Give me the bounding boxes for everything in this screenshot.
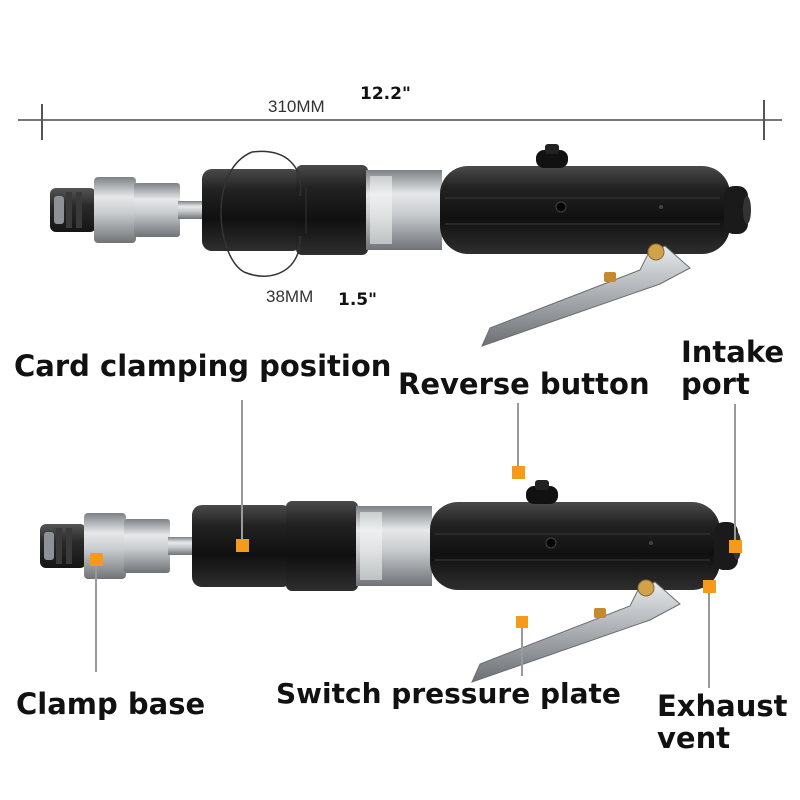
length-inch-label: 12.2" [360, 84, 411, 104]
exhaust-vent-label: Exhaust vent [657, 690, 788, 755]
clamp-base-label: Clamp base [16, 687, 206, 721]
diameter-mm-label: 38MM [266, 287, 314, 306]
air-screwdriver-labeled-view [39, 479, 742, 683]
card-clamping-position-label: Card clamping position [14, 349, 392, 383]
callout-leader-lines [95, 400, 736, 688]
exhaust-vent-label-line-2: vent [657, 721, 731, 756]
marker-intake-port [729, 540, 742, 553]
diameter-indicator [220, 150, 307, 277]
intake-port-label-line-2: port [681, 367, 750, 402]
marker-switch-pressure-plate [516, 616, 528, 628]
reverse-button-label: Reverse button [398, 367, 650, 401]
air-screwdriver-top-view [49, 143, 752, 347]
marker-card-clamping-position [236, 539, 249, 552]
marker-exhaust-vent [703, 580, 716, 593]
length-dimension-line [18, 100, 782, 140]
length-mm-label: 310MM [268, 97, 325, 116]
marker-clamp-base [90, 553, 103, 566]
diameter-inch-label: 1.5" [338, 290, 377, 310]
intake-port-label-line-1: Intake [681, 335, 785, 369]
marker-reverse-button [512, 466, 525, 479]
intake-port-label: Intake port [681, 336, 784, 401]
callout-markers [90, 466, 742, 628]
switch-pressure-plate-label: Switch pressure plate [276, 677, 621, 710]
exhaust-vent-label-line-1: Exhaust [657, 689, 788, 723]
